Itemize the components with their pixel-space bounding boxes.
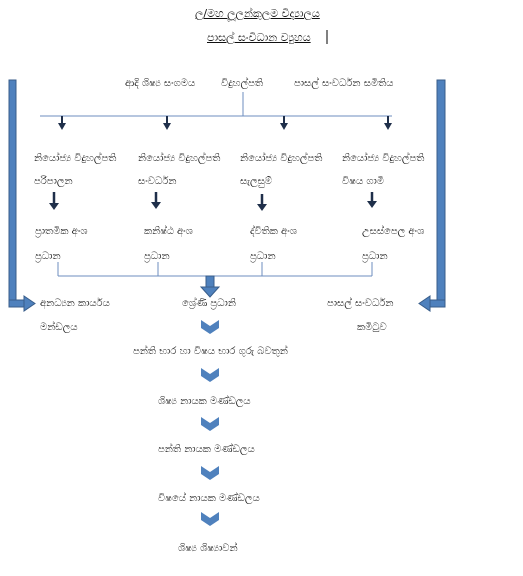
left-feedback-arrow xyxy=(8,79,36,312)
chevron-down-icon xyxy=(201,512,219,526)
section-drop-arrow xyxy=(49,192,59,210)
school-development-committee-label: පාසල් සංවර්ධන xyxy=(327,298,394,309)
alumni-association-label: ආදි ශිෂ්‍ය සංගමය xyxy=(125,78,196,89)
school-name: ල/මහ ලූලන්කුලම විද්‍යාලය xyxy=(195,7,320,20)
non-academic-staff-label: අනධ්‍යන කාර්යය xyxy=(40,298,110,309)
principal-label: විදුහල්පති xyxy=(221,78,264,89)
deputy-administration-title: නියෝජ්‍ය විදුහල්පති xyxy=(34,153,117,164)
students-label: ශිෂ්‍ය ශිෂ්‍යාවන් xyxy=(178,543,238,554)
school-development-society-label: පාසල් සංවර්ධන සමිතිය xyxy=(294,78,394,89)
advanced-level-section-head-title: උසස්පෙල අංශ xyxy=(362,226,425,237)
school-development-committee-sublabel: කමිටුව xyxy=(357,322,387,333)
right-feedback-arrow xyxy=(418,79,446,312)
chevron-down-icon xyxy=(201,368,219,382)
advanced-level-section-head-subtitle: ප්‍රධාන xyxy=(362,251,388,262)
student-leader-council-label: ශිෂ්‍ය නායක මණ්ඩලය xyxy=(158,396,251,407)
secondary-section-head-subtitle: ප්‍රධාන xyxy=(250,251,276,262)
chevron-down-icon xyxy=(201,466,219,480)
deputy-drop-arrow xyxy=(384,116,392,130)
deputy-drop-arrow xyxy=(280,116,288,130)
junior-section-head-title: කනිෂ්ඨ අංශ xyxy=(144,226,193,237)
deputy-development-title: නියෝජ්‍ය විදුහල්පති xyxy=(138,153,221,164)
deputy-planning-subtitle: සැලසුම් xyxy=(240,176,272,187)
deputy-planning-title: නියෝජ්‍ය විදුහල්පති xyxy=(240,153,323,164)
grade-heads-label: ශ්‍රේණි ප්‍රධානි xyxy=(182,298,236,309)
deputy-curriculum-title: නියෝජ්‍ය විදුහල්පති xyxy=(342,153,425,164)
section-drop-arrow xyxy=(367,192,377,208)
primary-section-head-subtitle: ප්‍රධාන xyxy=(35,251,61,262)
deputy-development-subtitle: සංවර්ධන xyxy=(138,176,177,187)
section-drop-arrow xyxy=(151,192,161,209)
chevron-down-icon xyxy=(201,417,219,431)
junior-section-head-subtitle: ප්‍රධාන xyxy=(144,251,170,262)
secondary-section-head-title: ද්විතික අංශ xyxy=(250,226,297,237)
deputy-drop-arrow xyxy=(58,116,66,130)
deputy-administration-subtitle: පරිපාලන xyxy=(34,176,73,187)
chevron-down-icon xyxy=(201,320,219,334)
deputy-drop-arrow xyxy=(163,116,171,130)
primary-section-head-title: ප්‍රාතමික අංශ xyxy=(35,226,88,237)
grade-heads-arrow xyxy=(199,275,221,298)
page-title: පාසල් සංවිධාන ව්‍යුහය xyxy=(207,31,311,44)
non-academic-staff-sublabel: මන්ඩලය xyxy=(40,322,78,333)
deputy-curriculum-subtitle: විෂය ගාමී xyxy=(342,176,384,187)
class-monitor-council-label: පන්ති නායක මණ්ඩලය xyxy=(158,444,255,455)
section-drop-arrow xyxy=(257,194,267,211)
subject-leader-council-label: විෂයේ නායක මණ්ඩලය xyxy=(158,493,260,504)
class-subject-teachers-label: පන්ති භාර හා විෂය භාර ගුරු බවතුන් xyxy=(133,346,288,357)
